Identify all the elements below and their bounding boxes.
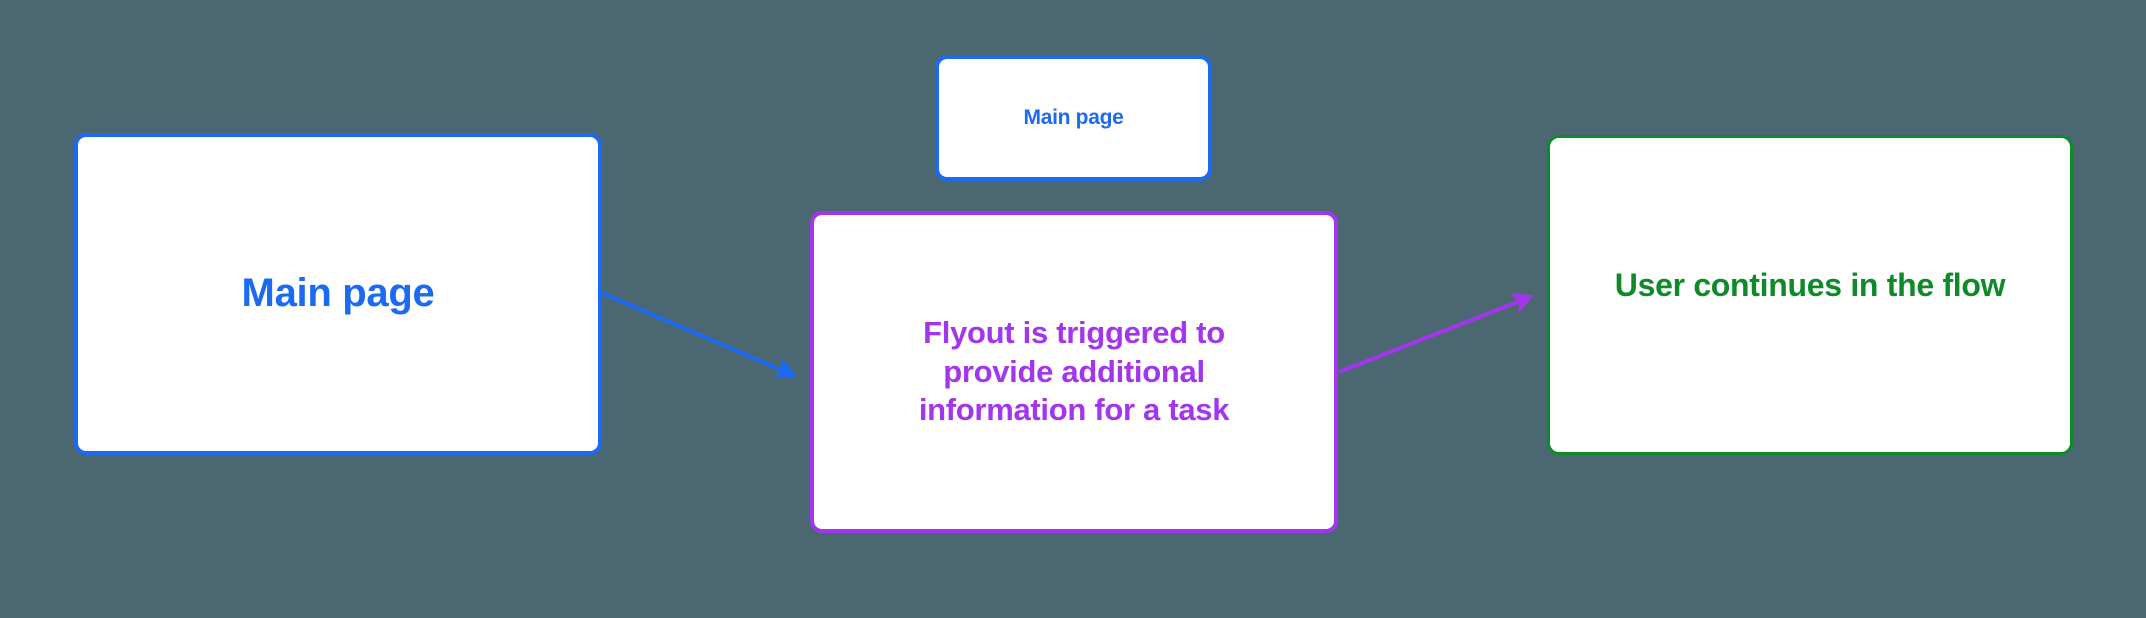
node-main-page-small[interactable]: Main page bbox=[935, 55, 1212, 181]
arrow-main-page-to-flyout bbox=[601, 291, 797, 379]
node-user-continues-label: User continues in the flow bbox=[1614, 267, 2006, 304]
node-main-page[interactable]: Main page bbox=[74, 133, 602, 455]
node-flyout-label: Flyout is triggered to provide additiona… bbox=[918, 315, 1230, 428]
node-main-page-label: Main page bbox=[241, 271, 435, 316]
node-user-continues[interactable]: User continues in the flow bbox=[1547, 135, 2073, 455]
node-main-page-small-label: Main page bbox=[1023, 105, 1124, 129]
node-flyout[interactable]: Flyout is triggered to provide additiona… bbox=[810, 211, 1338, 533]
arrow-flyout-to-user-continues bbox=[1338, 292, 1534, 374]
